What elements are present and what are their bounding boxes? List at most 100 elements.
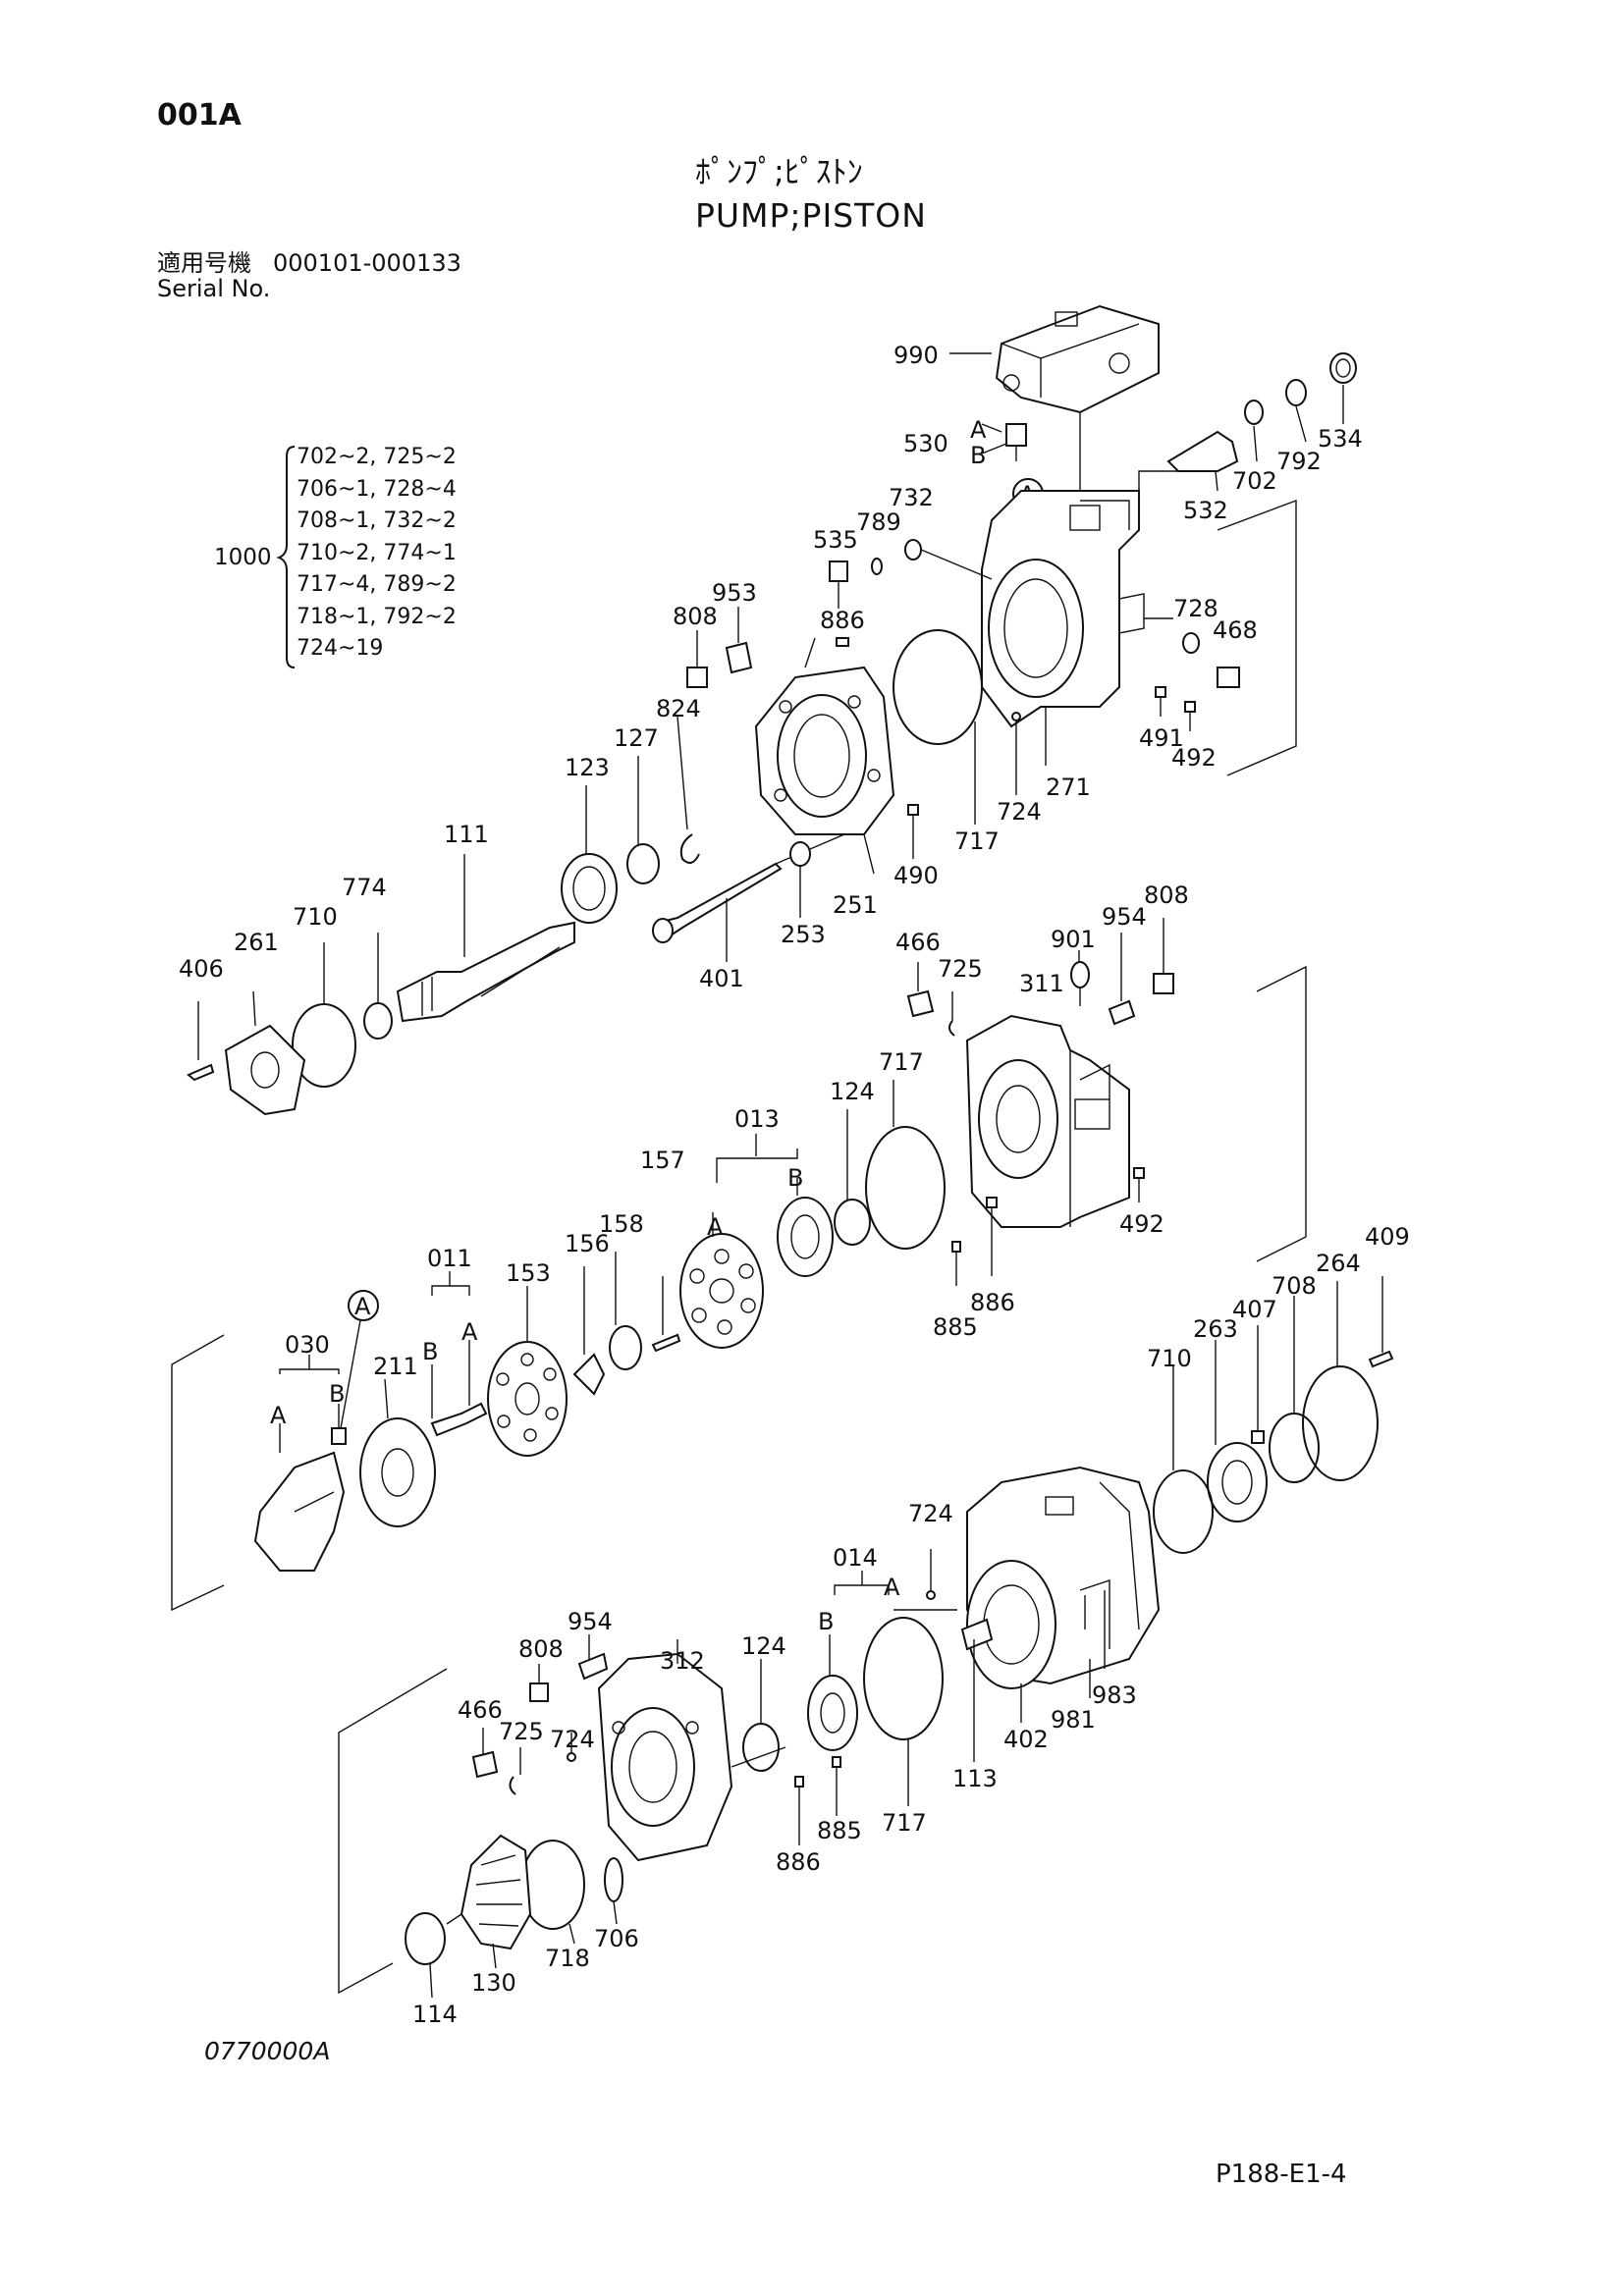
title-english: PUMP;PISTON <box>695 196 927 235</box>
callout-954: 954 <box>568 1608 613 1635</box>
housing-271-drawing <box>981 490 1145 728</box>
plug-466a-drawing <box>906 989 935 1018</box>
callout-886: 886 <box>776 1848 821 1876</box>
callout-157: 157 <box>640 1147 685 1174</box>
callout-717: 717 <box>954 828 1000 855</box>
title-japanese: ﾎﾟﾝﾌﾟ;ﾋﾟｽﾄﾝ <box>695 153 863 190</box>
callout-885: 885 <box>933 1313 978 1341</box>
kit-row: 706~1, 728~4 <box>297 476 457 502</box>
kit-row: 708~1, 732~2 <box>297 508 457 533</box>
callout-124: 124 <box>830 1078 875 1105</box>
callout-885: 885 <box>817 1817 862 1844</box>
oring-702-drawing <box>1244 400 1264 425</box>
regulator-drawing <box>995 304 1160 414</box>
callout-030-a: A <box>270 1402 287 1429</box>
callout-013-a: A <box>707 1213 724 1241</box>
pin-492a-drawing <box>1184 701 1196 713</box>
callout-953: 953 <box>712 579 757 607</box>
oring-789-drawing <box>871 558 883 575</box>
nut-808b-drawing <box>1153 973 1174 994</box>
oring-717c-drawing <box>863 1617 944 1740</box>
callout-124: 124 <box>741 1632 786 1660</box>
callout-718: 718 <box>545 1945 590 1972</box>
pin-885b-drawing <box>832 1756 841 1768</box>
callout-261: 261 <box>234 929 279 956</box>
plug-954a-drawing <box>1108 999 1136 1026</box>
callout-409: 409 <box>1365 1223 1410 1251</box>
page-code: 001A <box>157 98 242 133</box>
callout-263: 263 <box>1193 1315 1238 1343</box>
callout-774: 774 <box>342 874 387 901</box>
callout-030-b: B <box>329 1380 345 1408</box>
callout-311: 311 <box>1019 970 1064 997</box>
serial-label-jp: 適用号機 <box>157 249 251 277</box>
callout-530: 530 <box>903 430 948 457</box>
callout-011: 011 <box>427 1245 472 1272</box>
callout-271: 271 <box>1046 774 1091 801</box>
callout-886: 886 <box>970 1289 1015 1316</box>
plug-532-drawing <box>1166 430 1239 472</box>
plug-466b-drawing <box>471 1750 499 1779</box>
pin-490-drawing <box>907 804 919 816</box>
pin-886a-drawing <box>836 637 849 647</box>
housing-311-drawing <box>965 1014 1130 1228</box>
callout-264: 264 <box>1316 1250 1361 1277</box>
callout-114: 114 <box>412 2001 458 2028</box>
callout-534: 534 <box>1318 425 1363 453</box>
callout-710: 710 <box>293 903 338 931</box>
callout-706: 706 <box>594 1925 639 1952</box>
kit-row: 724~19 <box>297 636 384 661</box>
ring-774-drawing <box>363 1002 393 1040</box>
callout-717: 717 <box>882 1809 927 1837</box>
callout-014-a: A <box>884 1574 900 1601</box>
oring-710b-drawing <box>1153 1469 1214 1554</box>
ring-534-drawing <box>1329 352 1357 384</box>
callout-251: 251 <box>833 891 878 919</box>
callout-824: 824 <box>656 695 701 722</box>
plug-535-drawing <box>829 561 848 582</box>
oring-725a-drawing <box>948 1020 955 1037</box>
callout-402: 402 <box>1003 1726 1049 1753</box>
callout-728: 728 <box>1173 595 1218 622</box>
circle-a-label: A <box>354 1293 371 1320</box>
callout-724: 724 <box>550 1726 595 1753</box>
pin-492b-drawing <box>1133 1167 1145 1179</box>
plate-153-drawing <box>487 1341 568 1457</box>
callout-401: 401 <box>699 965 744 992</box>
plug-530-drawing <box>1005 423 1027 447</box>
callout-708: 708 <box>1272 1272 1317 1300</box>
plug-954b-drawing <box>577 1652 609 1681</box>
bush-156-drawing <box>572 1353 606 1396</box>
serial-label-en: Serial No. <box>157 275 271 302</box>
callout-130: 130 <box>471 1969 516 1997</box>
oring-724a-drawing <box>1011 712 1021 721</box>
callout-312: 312 <box>660 1647 705 1675</box>
oring-724b-drawing <box>926 1590 936 1600</box>
callout-013-b: B <box>787 1164 803 1192</box>
callout-030: 030 <box>285 1331 330 1359</box>
oring-718-drawing <box>520 1840 585 1930</box>
swash-plate-030-drawing <box>253 1451 346 1572</box>
callout-981: 981 <box>1051 1706 1096 1734</box>
pin-030b-drawing <box>331 1427 347 1445</box>
callout-014-b: B <box>818 1608 834 1635</box>
ring-792-drawing <box>1285 379 1307 406</box>
kit-row: 710~2, 774~1 <box>297 540 457 565</box>
callout-labels: 990 530 A B 534 792 702 532 732 789 535 … <box>179 342 1410 2028</box>
bearing-263-drawing <box>1207 1442 1268 1522</box>
callout-011-b: B <box>422 1338 438 1365</box>
callout-156: 156 <box>565 1230 610 1257</box>
valve-plate-014-drawing <box>807 1675 858 1751</box>
shaft-111-drawing <box>396 921 575 1023</box>
callout-710: 710 <box>1147 1345 1192 1372</box>
callout-725: 725 <box>938 955 983 983</box>
oring-725b-drawing <box>509 1776 516 1795</box>
callout-113: 113 <box>952 1765 998 1792</box>
callout-702: 702 <box>1232 467 1277 495</box>
bearing-114-drawing <box>405 1912 446 1965</box>
callout-990: 990 <box>893 342 939 369</box>
callout-792: 792 <box>1276 448 1322 475</box>
pin-491-drawing <box>1155 686 1166 698</box>
cylinder-block-drawing <box>679 1233 764 1349</box>
